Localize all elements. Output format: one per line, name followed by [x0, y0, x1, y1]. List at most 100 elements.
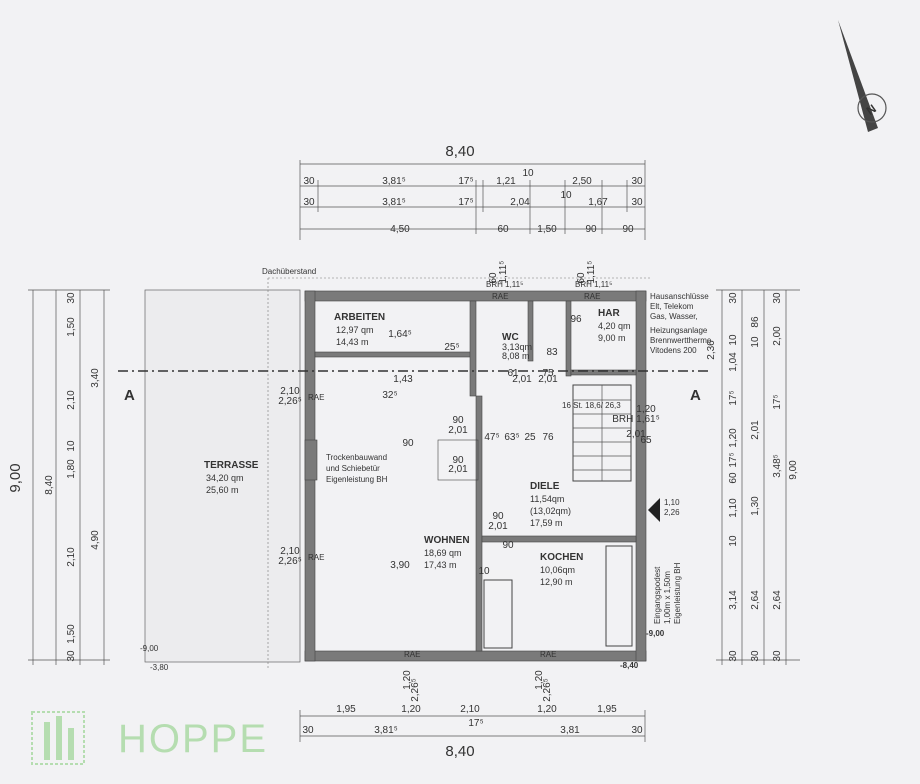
botop-label: 1,20	[402, 670, 413, 690]
interior-label: 3,90	[390, 560, 410, 571]
rightcols-label: 1,10	[728, 498, 739, 518]
toprow1-label: 3,81⁵	[382, 176, 406, 187]
svg-text:Vitodens 200: Vitodens 200	[650, 346, 697, 355]
rightcols-label: 10	[728, 334, 739, 346]
svg-text:(13,02qm): (13,02qm)	[530, 506, 571, 516]
rightcols-label: 3,14	[728, 590, 739, 610]
svg-text:ARBEITEN: ARBEITEN	[334, 312, 385, 323]
leftcol-label: 2,10	[66, 390, 77, 410]
rae-label-top-2: RAE	[584, 292, 600, 301]
interior-label: 83	[546, 347, 558, 358]
rightcols-label: 1,30	[750, 496, 761, 516]
rae-label-top-1: RAE	[492, 292, 508, 301]
toprow3-label: 90	[622, 224, 634, 235]
svg-text:12,97 qm: 12,97 qm	[336, 325, 374, 335]
interior-label: BRH 1,61⁵	[612, 414, 660, 425]
interior-label: 96	[570, 314, 582, 325]
interior-label: 65	[640, 435, 652, 446]
level-left-2: -3,80	[150, 663, 169, 672]
botrow1-label: 1,95	[336, 704, 356, 715]
note-trockenbau: Trockenbauwand und Schiebetür Eigenleist…	[326, 453, 388, 484]
svg-text:1,00m x 1,50m: 1,00m x 1,50m	[663, 571, 672, 624]
north-arrow-icon: N	[838, 20, 887, 132]
rightcols-label: 30	[728, 292, 739, 304]
botop-label: 2,26⁵	[542, 678, 553, 702]
rightcols-label: 60	[728, 472, 739, 484]
interior-label: 2,01	[512, 374, 532, 385]
room-arbeiten: ARBEITEN 12,97 qm 14,43 m	[334, 312, 385, 347]
sideop-label: 2,10	[280, 386, 300, 397]
rightcols-label: 10	[728, 535, 739, 547]
topop-label: 60	[576, 272, 587, 284]
rightcols-label: 30	[772, 292, 783, 304]
interior-label: 1,43	[393, 374, 413, 385]
leftcol-label: 1,50	[66, 317, 77, 337]
interior-label: 1,64⁵	[388, 329, 412, 340]
bottom-dimensions: 8,40	[299, 710, 646, 760]
svg-text:KOCHEN: KOCHEN	[540, 552, 583, 563]
brh-label-2: BRH 1,11⁵	[575, 280, 612, 289]
botrow1-label: 1,20	[401, 704, 421, 715]
svg-text:Eigenleistung BH: Eigenleistung BH	[673, 562, 682, 624]
brh-label-1: BRH 1,11⁵	[486, 280, 523, 289]
entry-dim-1: 1,10	[664, 498, 680, 507]
note-heizung: Heizungsanlage Brennwerttherme Vitodens …	[650, 326, 712, 355]
svg-text:Brennwerttherme: Brennwerttherme	[650, 336, 712, 345]
toprow3-label: 60	[497, 224, 509, 235]
toprow3-label: 1,50	[537, 224, 557, 235]
svg-text:Elt, Telekom: Elt, Telekom	[650, 302, 694, 311]
svg-text:Eingangspodest: Eingangspodest	[653, 566, 662, 624]
svg-text:14,43 m: 14,43 m	[336, 337, 369, 347]
rightcols-label: 2,01	[750, 420, 761, 440]
rightcols-label: 3,48⁵	[772, 454, 783, 478]
note-eingangspodest: Eingangspodest 1,00m x 1,50m Eigenleistu…	[653, 562, 682, 624]
toprow2-label: 30	[631, 197, 643, 208]
rae-label-bottom-1: RAE	[404, 650, 420, 659]
interior-label: 2,01	[448, 464, 468, 475]
svg-text:18,69 qm: 18,69 qm	[424, 548, 462, 558]
section-mark-right: A	[690, 387, 701, 404]
level-right: -9,00	[646, 629, 665, 638]
svg-text:11,54qm: 11,54qm	[530, 494, 564, 504]
botrow1-label: 1,95	[597, 704, 617, 715]
room-wohnen: WOHNEN 18,69 qm 17,43 m	[424, 535, 470, 570]
rightcols-label: 17⁵	[728, 452, 739, 467]
toprow3-label: 4,50	[390, 224, 410, 235]
note-hausanschluss: Hausanschlüsse Elt, Telekom Gas, Wasser,	[650, 292, 709, 321]
svg-text:HAR: HAR	[598, 308, 620, 319]
interior-label: 10	[478, 566, 490, 577]
topop-label: 60	[488, 272, 499, 284]
level-right-2: -8,40	[620, 661, 639, 670]
interior-label: 76	[542, 432, 554, 443]
svg-text:3,13qm: 3,13qm	[502, 342, 532, 352]
svg-text:Eigenleistung BH: Eigenleistung BH	[326, 475, 388, 484]
toprow2-label: 10	[560, 190, 572, 201]
toprow1-label: 1,21	[496, 176, 516, 187]
toprow2-label: 17⁵	[458, 197, 473, 208]
botrow1-label: 1,20	[537, 704, 557, 715]
interior-label: 25⁵	[444, 342, 459, 353]
svg-text:Trockenbauwand: Trockenbauwand	[326, 453, 387, 462]
svg-text:25,60 m: 25,60 m	[206, 485, 239, 495]
svg-text:TERRASSE: TERRASSE	[204, 460, 259, 471]
svg-text:12,90 m: 12,90 m	[540, 577, 573, 587]
overall-width-top: 8,40	[445, 143, 474, 160]
svg-text:DIELE: DIELE	[530, 481, 560, 492]
svg-text:Hausanschlüsse: Hausanschlüsse	[650, 292, 709, 301]
hoppe-logo: HOPPE	[31, 711, 266, 765]
rightcols-label: 30	[750, 650, 761, 662]
botop-label: 2,26⁵	[410, 678, 421, 702]
bottom-row-1: 1,95 1,20 2,10 1,20 1,95	[336, 704, 617, 715]
left-dimensions: 9,00 8,40	[7, 289, 110, 665]
toprow2-label: 2,04	[510, 197, 530, 208]
entry-arrow-icon	[648, 498, 660, 522]
interior-label: 90	[402, 438, 414, 449]
botrow1-label: 2,10	[460, 704, 480, 715]
interior-label: 2,01	[488, 521, 508, 532]
